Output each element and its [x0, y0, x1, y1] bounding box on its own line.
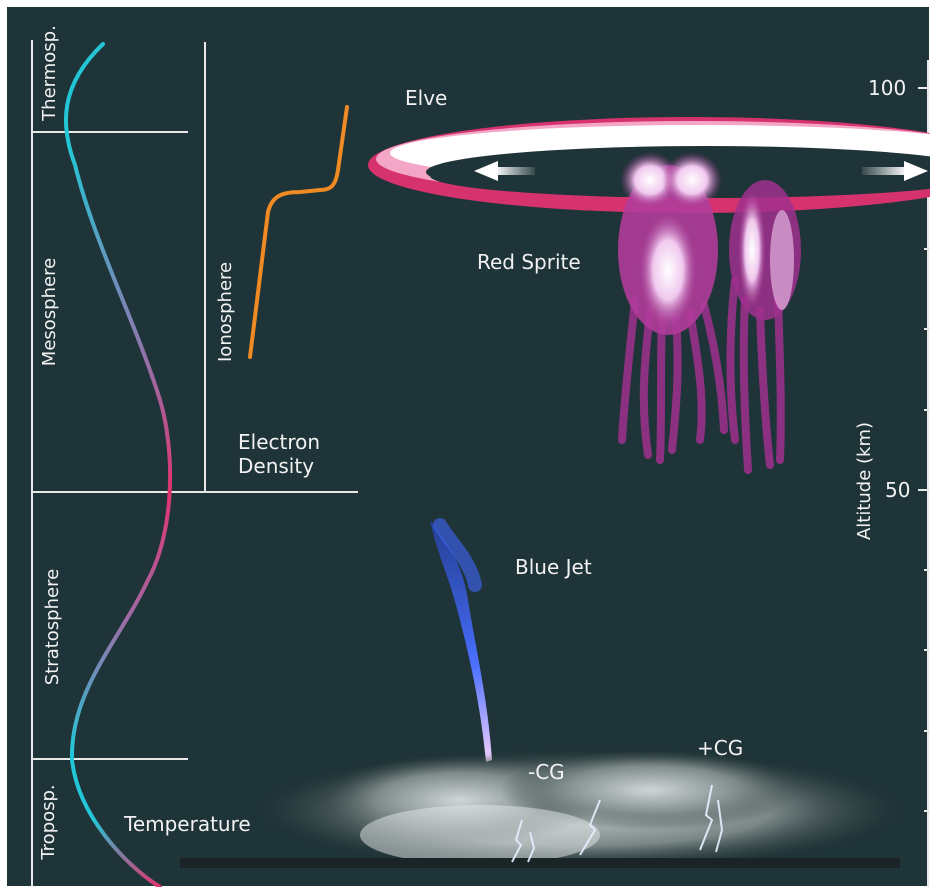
elve-arrow-left: [474, 161, 535, 181]
layer-label-troposphere: Troposp.: [38, 784, 59, 860]
blue-jet: [430, 520, 492, 762]
red-sprite-label: Red Sprite: [477, 250, 581, 274]
layer-label-stratosphere: Stratosphere: [42, 568, 63, 686]
layer-label-mesosphere: Mesosphere: [39, 257, 60, 367]
lightning-bolts: [511, 784, 724, 863]
temperature-curve: [64, 42, 173, 887]
storm-cloud: [180, 750, 900, 870]
ionosphere-label: Ionosphere: [215, 261, 236, 362]
layer-label-thermosphere: Thermosp.: [39, 25, 60, 121]
electron-density-label-line2: Density: [238, 454, 315, 478]
red-sprite: [618, 152, 801, 474]
temperature-label: Temperature: [124, 812, 251, 836]
electron-density-label-line1: Electron: [238, 430, 321, 454]
altitude-axis-label: Altitude (km): [854, 421, 875, 541]
blue-jet-label: Blue Jet: [515, 555, 592, 579]
elve-label: Elve: [405, 86, 448, 110]
positive-cg-label: +CG: [697, 736, 744, 760]
ionosphere-curve: [248, 105, 349, 359]
altitude-tick-100-label: 100: [868, 76, 907, 100]
altitude-tick-50-label: 50: [885, 478, 911, 502]
elve-arrow-right: [862, 161, 928, 181]
negative-cg-label: -CG: [528, 760, 565, 784]
